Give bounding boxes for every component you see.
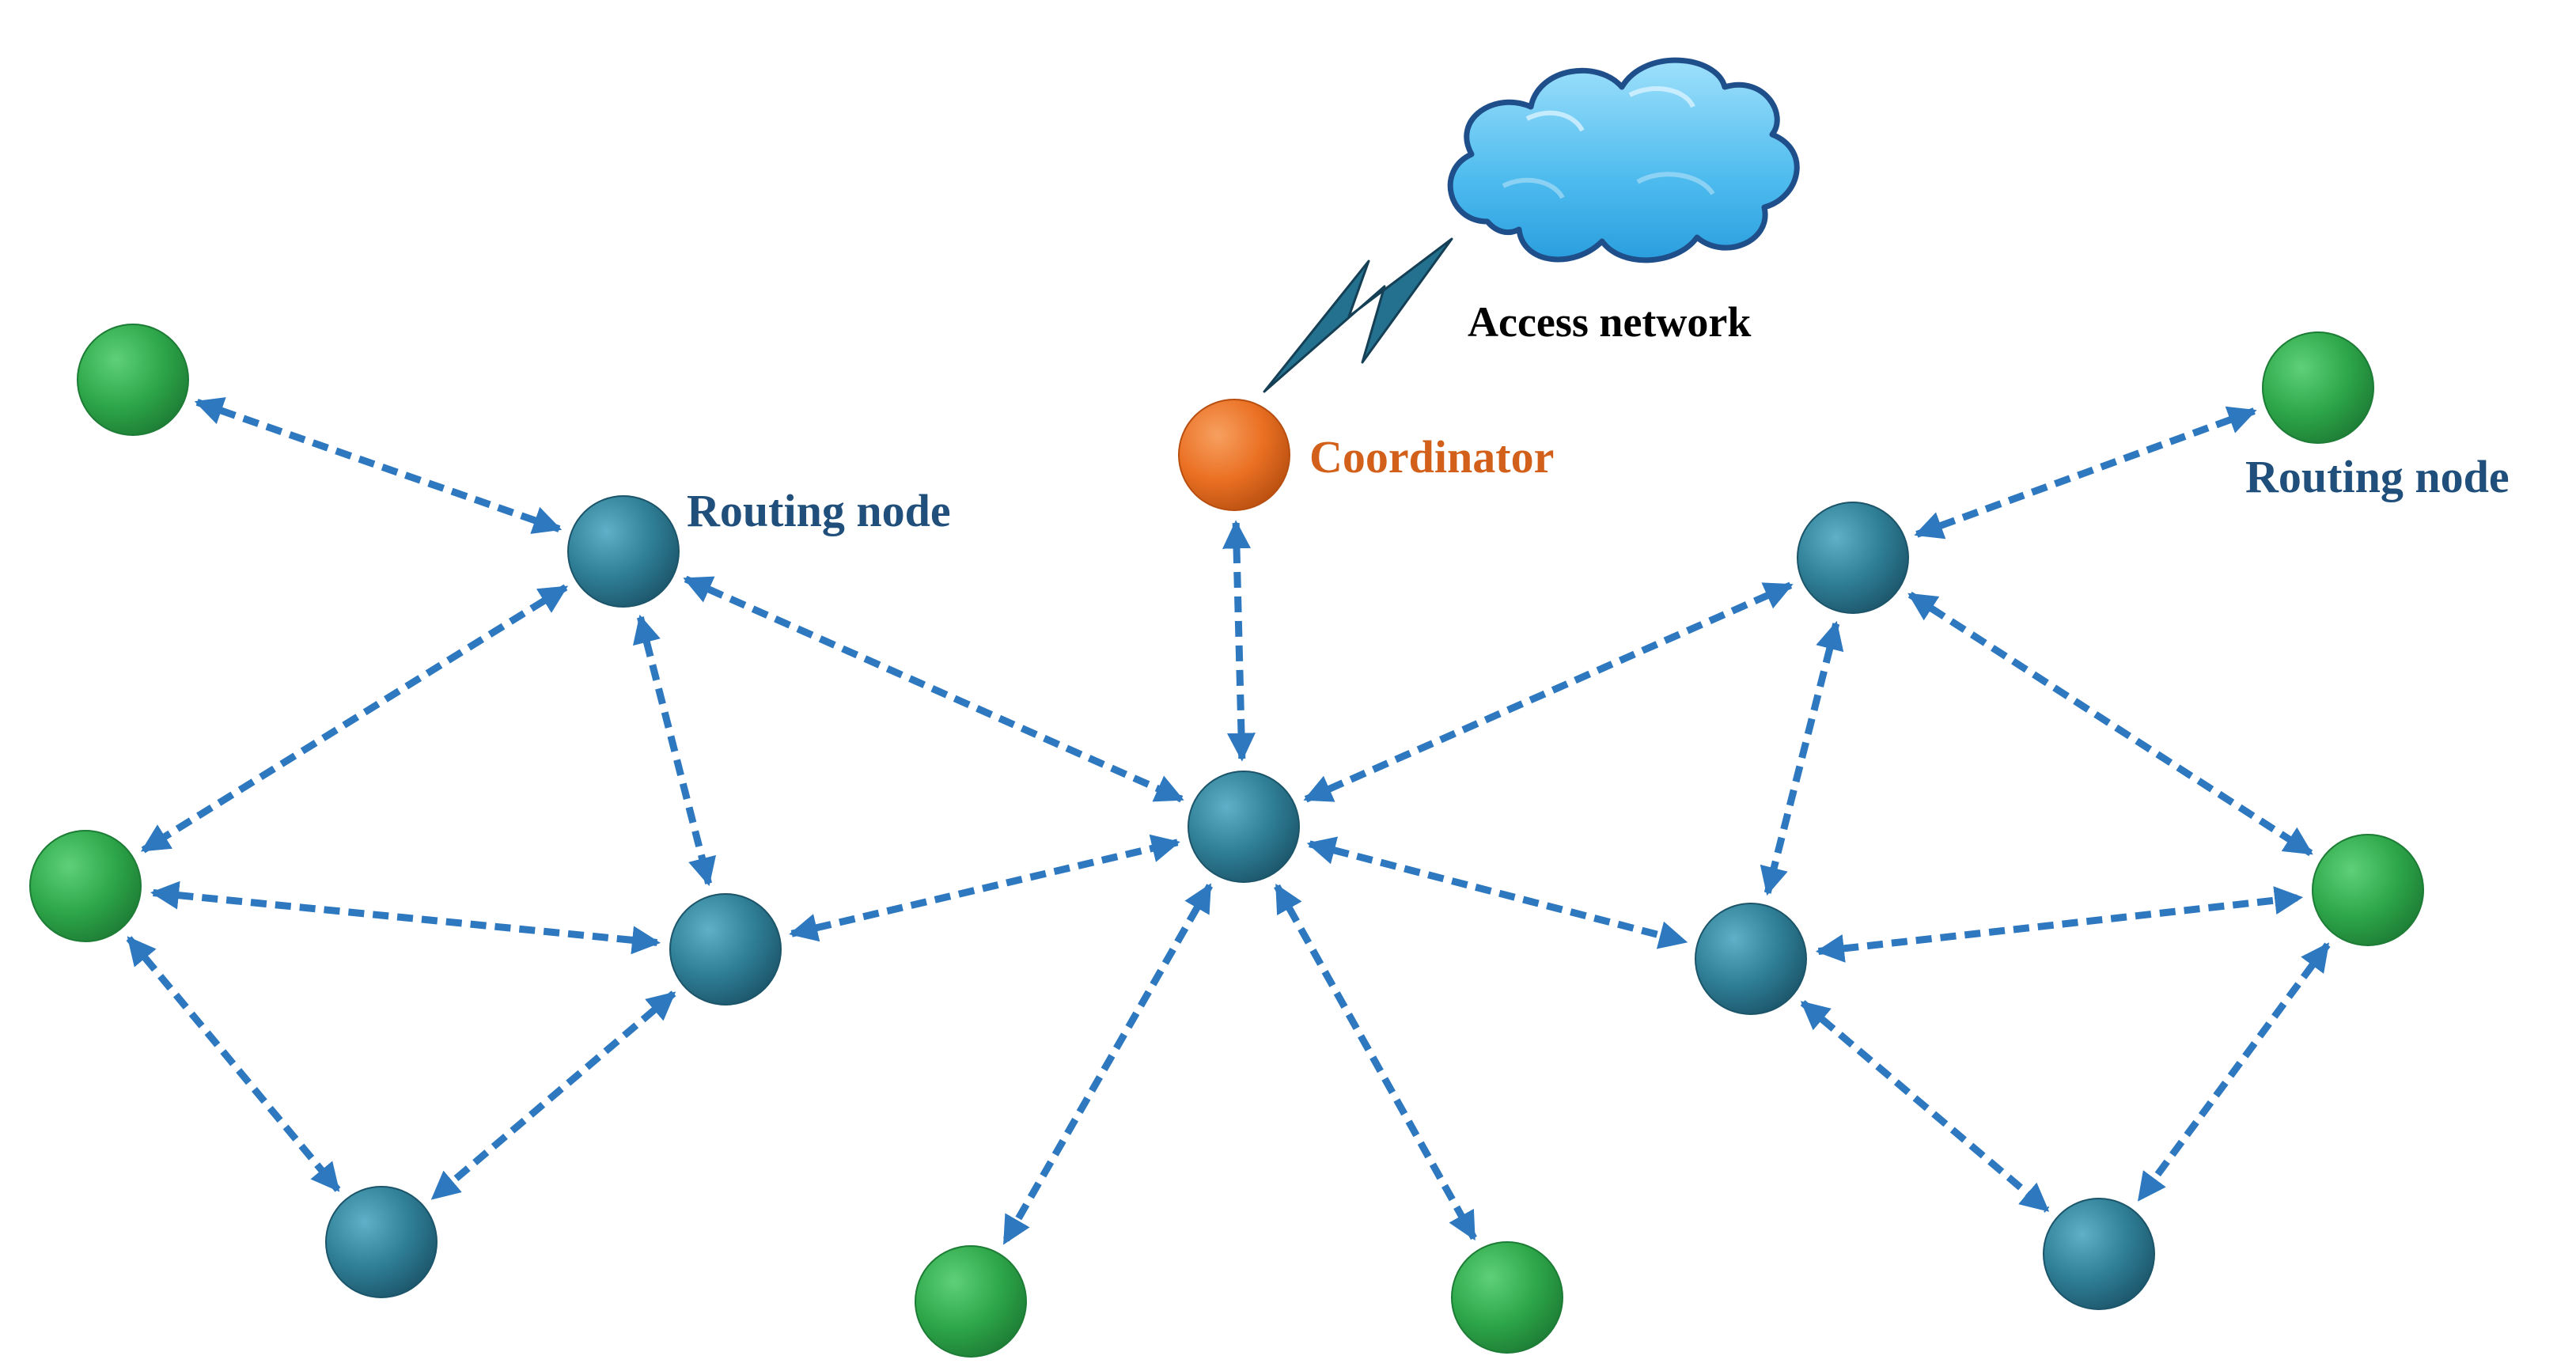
coordinator-c: [1178, 399, 1290, 511]
link-e5-r5: [1914, 406, 2257, 540]
link-r2-e3: [1001, 883, 1214, 1245]
link-r3-r2: [789, 834, 1180, 942]
link-r1-r3: [632, 614, 717, 887]
link-r3-r4: [430, 990, 676, 1201]
routing-node-label-right: Routing node: [2245, 451, 2510, 502]
nodes-layer: [29, 324, 2424, 1358]
routing-node-r7: [2043, 1198, 2155, 1310]
routing-node-r3: [669, 893, 782, 1006]
routing-node-r1: [567, 495, 680, 608]
access-network-label: Access network: [1468, 298, 1751, 346]
end-device-e1: [77, 324, 189, 436]
links-layer: [126, 397, 2331, 1245]
access-network-cloud-icon: [1447, 57, 1800, 263]
link-r2-r5: [1303, 581, 1794, 803]
routing-node-r5: [1797, 502, 1909, 614]
routing-node-label-left: Routing node: [687, 485, 951, 536]
link-r1-e2: [140, 584, 569, 854]
link-e2-r4: [126, 936, 341, 1192]
end-device-e2: [29, 830, 142, 942]
link-r2-r6: [1306, 836, 1688, 949]
routing-node-r6: [1695, 903, 1807, 1015]
coordinator-label: Coordinator: [1309, 431, 1554, 483]
end-device-e5: [2262, 331, 2374, 444]
link-e6-r7: [2136, 942, 2331, 1202]
link-c-r2: [1222, 520, 1256, 762]
link-r5-e6: [1907, 591, 2313, 857]
end-device-e4: [1451, 1241, 1563, 1354]
end-device-e6: [2312, 834, 2424, 946]
end-device-e3: [915, 1245, 1027, 1358]
link-e1-r1: [194, 397, 563, 534]
link-r6-r7: [1800, 1000, 2050, 1213]
wireless-link-icon: [1263, 237, 1453, 393]
link-e2-r3: [150, 881, 661, 955]
link-r5-r6: [1760, 620, 1844, 896]
link-r6-e6: [1815, 886, 2304, 963]
routing-node-r4: [325, 1186, 438, 1298]
link-r1-r2: [683, 575, 1184, 803]
link-r2-e4: [1274, 883, 1477, 1241]
routing-node-r2: [1188, 771, 1300, 883]
